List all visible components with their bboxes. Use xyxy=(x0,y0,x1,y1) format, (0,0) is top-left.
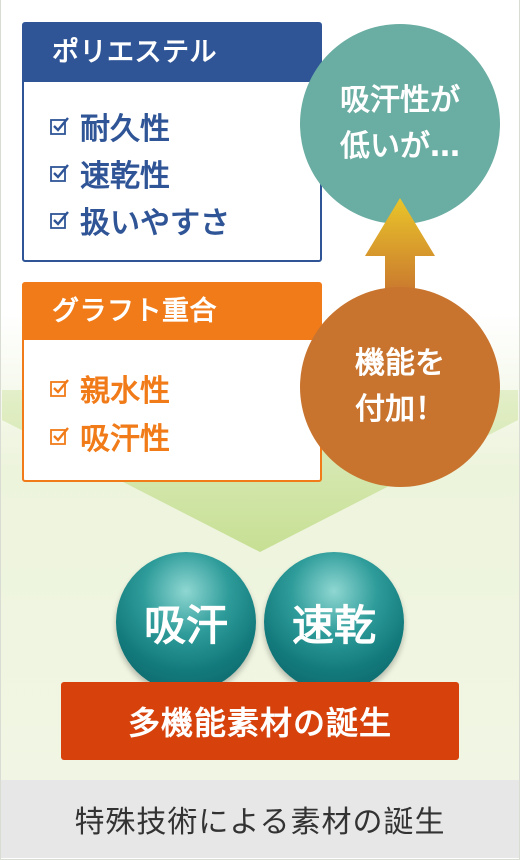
checkbox-check-icon xyxy=(50,117,69,135)
up-arrow-icon xyxy=(365,198,435,298)
circle-text-line: 機能を xyxy=(355,345,445,381)
ball-label: 速乾 xyxy=(291,600,376,650)
graft-card: グラフト重合 親水性 吸汗性 xyxy=(22,282,322,482)
checkbox-check-icon xyxy=(50,164,69,182)
list-item-label: 速乾性 xyxy=(80,159,170,194)
list-item: 速乾性 xyxy=(50,151,170,195)
polyester-card: ポリエステル 耐久性 速乾性 扱いやすさ xyxy=(22,22,322,262)
list-item: 親水性 xyxy=(50,366,170,410)
list-item: 耐久性 xyxy=(50,104,170,148)
polyester-card-title: ポリエステル xyxy=(24,24,320,82)
add-function-circle: 機能を 付加！ xyxy=(300,287,500,487)
footer-caption: 特殊技術による素材の誕生 xyxy=(74,805,446,840)
circle-text-line: 吸汗性が xyxy=(340,82,460,118)
caption-footer: 特殊技術による素材の誕生 xyxy=(1,780,519,858)
checkbox-check-icon xyxy=(50,379,69,397)
checkbox-check-icon xyxy=(50,211,69,229)
list-item-label: 扱いやすさ xyxy=(80,206,230,241)
checkbox-check-icon xyxy=(50,427,69,445)
graft-card-title: グラフト重合 xyxy=(24,284,320,340)
low-absorption-circle: 吸汗性が 低いが… xyxy=(300,24,500,224)
banner-text: 多機能素材の誕生 xyxy=(127,704,392,742)
quick-dry-ball: 速乾 xyxy=(264,552,404,692)
circle-text-line: 付加！ xyxy=(355,392,445,427)
list-item-label: 親水性 xyxy=(80,374,170,409)
absorb-sweat-ball: 吸汗 xyxy=(116,552,256,692)
list-item: 吸汗性 xyxy=(50,414,170,458)
ball-label: 吸汗 xyxy=(143,600,228,650)
list-item-label: 耐久性 xyxy=(80,112,170,147)
circle-text-line: 低いが… xyxy=(340,129,460,164)
list-item: 扱いやすさ xyxy=(50,198,230,242)
list-item-label: 吸汗性 xyxy=(80,422,170,457)
result-banner: 多機能素材の誕生 xyxy=(61,682,459,760)
